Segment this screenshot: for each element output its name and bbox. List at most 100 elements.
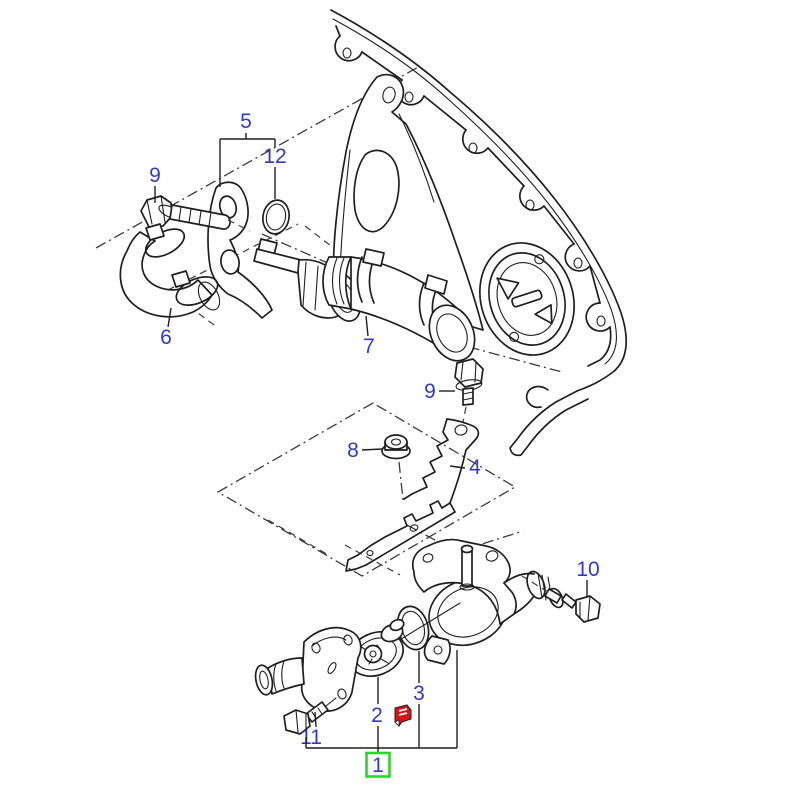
retainer-hole bbox=[220, 249, 240, 275]
nut-top bbox=[384, 434, 408, 450]
callout-leader bbox=[314, 711, 317, 728]
bolt-hole bbox=[573, 257, 583, 269]
callout-number-11[interactable]: 11 bbox=[300, 726, 322, 749]
callout-number-10[interactable]: 10 bbox=[576, 558, 599, 581]
bolt-head bbox=[140, 195, 173, 228]
nut-bore bbox=[390, 438, 402, 446]
callout-leader bbox=[167, 307, 172, 328]
highlight-box[interactable] bbox=[365, 751, 391, 778]
boss-ring bbox=[496, 262, 558, 336]
bolt-thread bbox=[178, 206, 212, 227]
flange-hole bbox=[422, 553, 434, 563]
callout-number-2[interactable]: 2 bbox=[371, 704, 383, 727]
tab-hole bbox=[433, 645, 443, 655]
bolt-upper-left bbox=[140, 195, 251, 232]
spout-rib bbox=[273, 660, 285, 692]
bolt-10-part bbox=[521, 575, 601, 623]
callout-6[interactable]: 6 bbox=[160, 307, 172, 349]
nut-alignment bbox=[398, 461, 404, 501]
bolt-shank bbox=[561, 593, 577, 609]
callout-number-4[interactable]: 4 bbox=[469, 456, 481, 479]
stud-base bbox=[459, 583, 475, 591]
gasket-scallop bbox=[461, 129, 489, 155]
stud-top bbox=[460, 544, 474, 554]
thermostat-spoke bbox=[359, 644, 389, 665]
bolt-hole bbox=[596, 315, 606, 327]
note-fold-corner bbox=[394, 719, 400, 727]
callout-number-7[interactable]: 7 bbox=[363, 335, 375, 358]
hose-bore bbox=[436, 313, 468, 353]
callout-5[interactable]: 5 bbox=[219, 110, 276, 187]
thermostat-housing bbox=[397, 538, 564, 665]
bolt-alignment bbox=[462, 406, 467, 423]
callout-number-3[interactable]: 3 bbox=[413, 682, 425, 705]
bracket-rail-end bbox=[345, 554, 367, 572]
callout-12[interactable]: 12 bbox=[263, 145, 287, 199]
callout-leader bbox=[361, 448, 383, 451]
bolt-hole bbox=[525, 199, 535, 211]
cuff-rib bbox=[331, 257, 345, 305]
hose-open-end bbox=[428, 304, 476, 362]
hose-assembly-7 bbox=[322, 248, 476, 362]
callout-9-upper[interactable]: 9 bbox=[149, 164, 161, 203]
callout-8[interactable]: 8 bbox=[347, 439, 383, 462]
bolt-head-facet bbox=[295, 709, 307, 733]
construction-lines bbox=[95, 65, 563, 577]
outlet-spout bbox=[267, 657, 305, 695]
bolt-hole bbox=[468, 142, 478, 154]
oring-seal-12 bbox=[262, 199, 290, 235]
flange-nut bbox=[381, 434, 411, 501]
bracket-window-hole bbox=[353, 149, 400, 233]
thermostat-pin bbox=[369, 650, 377, 658]
callout-leader bbox=[365, 315, 369, 337]
callout-number-9[interactable]: 9 bbox=[424, 380, 436, 403]
thermostat-cup-top bbox=[389, 618, 405, 632]
cover-ear bbox=[525, 385, 549, 409]
hose-clamp-screw bbox=[171, 270, 191, 288]
cover-inner-edge bbox=[335, 25, 612, 367]
outlet-slot bbox=[327, 662, 337, 674]
outlet-hole bbox=[311, 642, 321, 654]
bracket-hole bbox=[382, 86, 396, 104]
callout-number-8[interactable]: 8 bbox=[347, 439, 359, 462]
bolt-hole bbox=[342, 47, 352, 59]
elbow-body bbox=[119, 231, 213, 318]
callout-number-5[interactable]: 5 bbox=[240, 110, 252, 133]
outlet-hole bbox=[337, 688, 347, 700]
bracket-rail-bottom bbox=[365, 502, 456, 566]
note-text-lines bbox=[398, 708, 408, 716]
gasket-scallop bbox=[334, 35, 363, 62]
cone-rib bbox=[302, 261, 319, 311]
gasket-scallop bbox=[585, 302, 611, 332]
callout-number-6[interactable]: 6 bbox=[160, 326, 172, 349]
spout-bore bbox=[259, 670, 269, 690]
part-marker-icon[interactable] bbox=[394, 704, 412, 727]
group-callout-1[interactable]: 1 bbox=[305, 650, 458, 778]
bracket-rail-top bbox=[357, 500, 451, 556]
callout-number-9[interactable]: 9 bbox=[149, 164, 161, 187]
callout-10[interactable]: 10 bbox=[576, 558, 600, 597]
outlet-flange bbox=[300, 626, 362, 712]
gasket-scallop bbox=[564, 243, 591, 272]
bolt-shank bbox=[462, 387, 474, 406]
pump-boss bbox=[478, 242, 576, 356]
bracket-upper bbox=[446, 418, 480, 504]
callout-3[interactable]: 3 bbox=[413, 651, 425, 748]
housing-neck bbox=[503, 572, 535, 615]
bracket-slot bbox=[409, 524, 419, 532]
callout-7[interactable]: 7 bbox=[363, 315, 375, 358]
thermostat-hub bbox=[363, 644, 383, 664]
bolt-center bbox=[454, 358, 484, 423]
hose-clamp-buckle bbox=[424, 274, 448, 295]
connector-shaft bbox=[253, 248, 302, 274]
callout-9-lower[interactable]: 9 bbox=[424, 380, 455, 403]
callout-2[interactable]: 2 bbox=[371, 677, 383, 748]
callout-4[interactable]: 4 bbox=[449, 456, 481, 479]
callout-number-12[interactable]: 12 bbox=[263, 145, 286, 168]
retainer-hole bbox=[218, 195, 238, 219]
callout-number-1[interactable]: 1 bbox=[372, 754, 384, 777]
elbow-open-end bbox=[197, 281, 221, 311]
flange-hole bbox=[485, 550, 499, 562]
